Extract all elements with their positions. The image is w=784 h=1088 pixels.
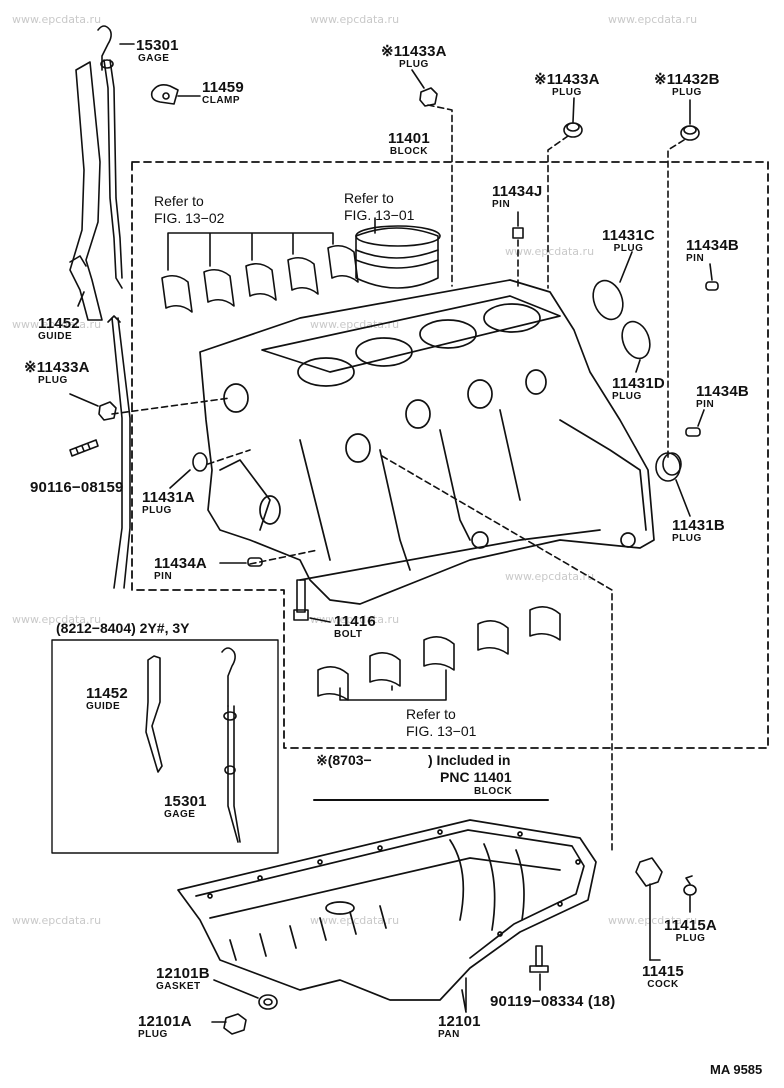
- plug-11433A-right: [547, 122, 583, 289]
- watermark: www.epcdata.ru: [12, 318, 102, 331]
- label-90119-08334: 90119−08334 (18): [490, 993, 616, 1010]
- plug-12101A: [211, 1013, 247, 1035]
- inset-title: (8212−8404) 2Y#, 3Y: [56, 620, 190, 636]
- plug-11431D: [621, 320, 651, 360]
- dipstick-guide: [69, 61, 103, 321]
- note-line3: BLOCK: [474, 786, 513, 797]
- watermark: www.epcdata.ru: [310, 613, 400, 626]
- watermark: www.epcdata.ru: [12, 914, 102, 927]
- plug-11433A-top: [419, 87, 453, 287]
- diagram-code: MA 9585: [710, 1062, 763, 1077]
- note-line1b: ) Included in: [428, 752, 511, 768]
- plug-11431C: [592, 251, 633, 321]
- oil-pan: [177, 819, 597, 1013]
- gasket-12101B: [213, 979, 278, 1010]
- note-line1a: ※(8703−: [316, 752, 372, 768]
- clamp-11459: [150, 84, 201, 105]
- plug-11432B: [667, 125, 700, 461]
- watermark: www.epcdata.ru: [310, 13, 400, 26]
- watermark: www.epcdata.ru: [310, 318, 400, 331]
- watermark: www.epcdata.ru: [310, 914, 400, 927]
- block-boundary: [131, 161, 769, 749]
- stud-90119: [529, 945, 549, 991]
- guide-tube-lower: [111, 317, 131, 589]
- watermark: www.epcdata.ru: [12, 613, 102, 626]
- watermark: www.epcdata.ru: [505, 245, 595, 258]
- stud-90116-08159: [69, 439, 99, 457]
- bolt-11416: [293, 579, 331, 623]
- plug-11433A-left: [69, 393, 117, 421]
- bearing-set-upper: [161, 232, 359, 313]
- pin-11434A: [247, 557, 263, 567]
- piston: [355, 217, 441, 289]
- pin-11434B-mid: [685, 427, 701, 437]
- inset-box: [51, 639, 279, 854]
- watermark: www.epcdata.ru: [505, 570, 595, 583]
- bearing-set-lower: [317, 606, 561, 701]
- plug-11431B: [655, 452, 691, 517]
- watermark: www.epcdata.ru: [608, 914, 698, 927]
- plug-11431A: [169, 452, 208, 489]
- note-line2: PNC 11401: [440, 769, 512, 785]
- dipstick-gage: [97, 25, 123, 289]
- watermark: www.epcdata.ru: [12, 13, 102, 26]
- inset-guide: [145, 655, 163, 773]
- label-90116-08159: 90116−08159: [30, 479, 124, 496]
- pin-11434J: [512, 227, 524, 239]
- plug-11415A: [683, 875, 697, 913]
- engine-block: [199, 279, 655, 605]
- cock-11415: [635, 857, 663, 961]
- watermark: www.epcdata.ru: [608, 13, 698, 26]
- inset-gage: [221, 647, 241, 843]
- pin-11434B-top: [705, 281, 719, 291]
